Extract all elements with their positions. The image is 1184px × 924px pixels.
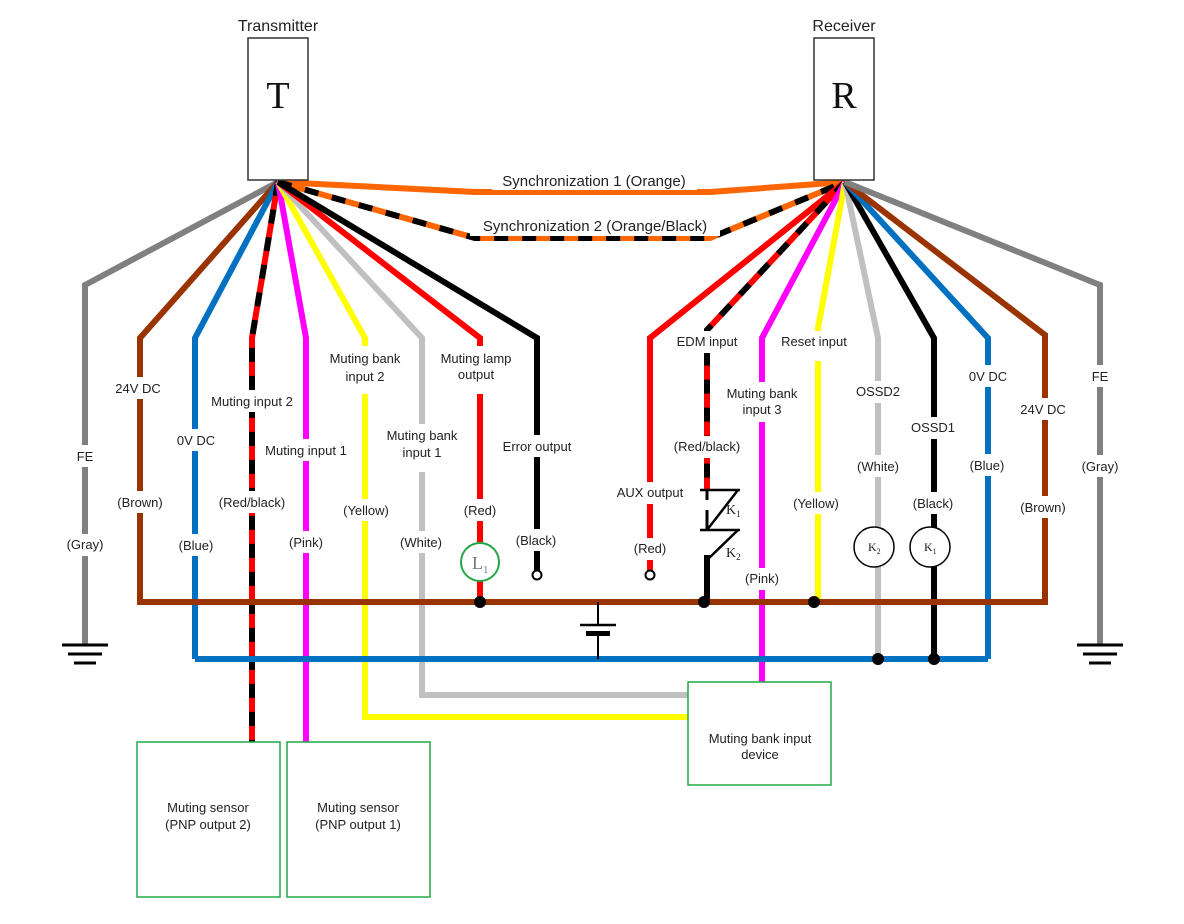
transmitter-heading: Transmitter — [238, 18, 319, 35]
relay-coil-k1 — [909, 526, 951, 568]
rx-ossd2-wire — [842, 181, 881, 659]
tx-fe-color: (Gray) — [67, 537, 104, 552]
tx-muting-bank-2-color: (Yellow) — [343, 503, 389, 518]
rx-24v-label: 24V DC — [1020, 402, 1066, 417]
tx-error-output-color: (Black) — [516, 533, 556, 548]
rx-ossd2-color: (White) — [857, 459, 899, 474]
muting-bank-device-line2: device — [741, 747, 779, 762]
rx-aux-output-label: AUX output — [617, 485, 684, 500]
rx-ossd2-label: OSSD2 — [856, 384, 900, 399]
tx-muting-input-2-color: (Red/black) — [219, 495, 285, 510]
rx-ossd1-label: OSSD1 — [911, 420, 955, 435]
edm-k1-label: K1 — [726, 503, 741, 519]
rx-edm-input-color: (Red/black) — [674, 439, 740, 454]
muting-sensor-1-line2: (PNP output 1) — [315, 817, 401, 832]
tx-muting-input-2-label: Muting input 2 — [211, 394, 293, 409]
tx-fe-label: FE — [77, 449, 94, 464]
tx-0v-color: (Blue) — [179, 538, 214, 553]
aux-output-terminal — [644, 569, 656, 581]
rx-fe-wire — [843, 179, 1103, 645]
rx-0v-wire — [842, 179, 991, 659]
rx-ossd1-color: (Black) — [913, 496, 953, 511]
rx-aux-output-color: (Red) — [634, 541, 667, 556]
tx-muting-bank-1-wire — [275, 179, 688, 698]
receiver-unit — [813, 37, 875, 181]
tx-muting-lamp-label-2: output — [458, 367, 495, 382]
power-source-symbol — [580, 602, 616, 659]
ossd2-coil-label: K2 — [868, 540, 881, 556]
sync2-label: Synchronization 2 (Orange/Black) — [483, 218, 707, 235]
tx-muting-lamp-color: (Red) — [464, 503, 497, 518]
sync-wire-1 — [277, 179, 846, 195]
junction-dot — [872, 653, 884, 665]
ossd1-coil-label: K1 — [924, 540, 937, 556]
muting-sensor-2-line1: Muting sensor — [167, 800, 249, 815]
rx-reset-input-color: (Yellow) — [793, 496, 839, 511]
relay-coil-k2 — [853, 526, 895, 568]
muting-sensor-1-line1: Muting sensor — [317, 800, 399, 815]
muting-bank-device-line1: Muting bank input — [709, 731, 812, 746]
tx-24v-label: 24V DC — [115, 381, 161, 396]
receiver-symbol: R — [831, 75, 857, 117]
rx-reset-input-wire — [815, 181, 848, 602]
sync1-label-bg — [492, 168, 697, 190]
tx-muting-input-2-wire — [249, 181, 281, 742]
sync-wire-2 — [277, 179, 847, 241]
tx-error-output-label: Error output — [503, 439, 572, 454]
tx-muting-input-1-color: (Pink) — [289, 535, 323, 550]
tx-muting-bank-1-label-2: input 1 — [402, 445, 441, 460]
tx-error-output-wire — [276, 179, 540, 572]
muting-sensor-1-box — [286, 741, 431, 898]
edm-contacts — [700, 488, 740, 561]
receiver-heading: Receiver — [812, 18, 876, 35]
ground-icon — [62, 643, 108, 665]
tx-0v-label: 0V DC — [177, 433, 215, 448]
rx-muting-bank-3-label-2: input 3 — [742, 402, 781, 417]
rx-0v-color: (Blue) — [970, 458, 1005, 473]
rx-edm-input-label: EDM input — [677, 334, 738, 349]
junction-dot — [928, 653, 940, 665]
tx-24v-wire — [137, 180, 281, 602]
lamp-icon — [460, 542, 500, 582]
edm-k2-label: K2 — [726, 546, 741, 562]
junction-dot — [474, 596, 486, 608]
transmitter-symbol: T — [266, 75, 289, 117]
junction-dot — [808, 596, 820, 608]
tx-muting-lamp-label-1: Muting lamp — [441, 351, 512, 366]
rx-reset-input-label: Reset input — [781, 334, 847, 349]
tx-muting-bank-2-label-2: input 2 — [345, 369, 384, 384]
rx-muting-bank-3-label-1: Muting bank — [727, 386, 798, 401]
rx-0v-label: 0V DC — [969, 369, 1007, 384]
ground-icon — [1077, 643, 1123, 665]
sync1-label: Synchronization 1 (Orange) — [502, 173, 685, 190]
rx-fe-color: (Gray) — [1082, 459, 1119, 474]
junction-dot — [698, 596, 710, 608]
tx-muting-bank-2-label-1: Muting bank — [330, 351, 401, 366]
error-output-terminal — [531, 569, 543, 581]
tx-muting-bank-1-color: (White) — [400, 535, 442, 550]
rx-24v-color: (Brown) — [1020, 500, 1066, 515]
rx-fe-label: FE — [1092, 369, 1109, 384]
rx-muting-bank-3-color: (Pink) — [745, 571, 779, 586]
muting-bank-device-box — [687, 681, 832, 786]
tx-muting-bank-2-wire — [275, 180, 688, 720]
muting-sensor-2-line2: (PNP output 2) — [165, 817, 251, 832]
tx-muting-bank-1-label-1: Muting bank — [387, 428, 458, 443]
tx-muting-input-1-label: Muting input 1 — [265, 443, 347, 458]
sync2-label-bg — [470, 214, 720, 236]
muting-sensor-2-box — [136, 741, 281, 898]
tx-24v-color: (Brown) — [117, 495, 163, 510]
transmitter-unit — [247, 37, 309, 181]
tx-muting-input-1-wire — [275, 181, 309, 742]
lamp-symbol: L1 — [472, 553, 489, 576]
tx-fe-wire — [82, 179, 280, 645]
